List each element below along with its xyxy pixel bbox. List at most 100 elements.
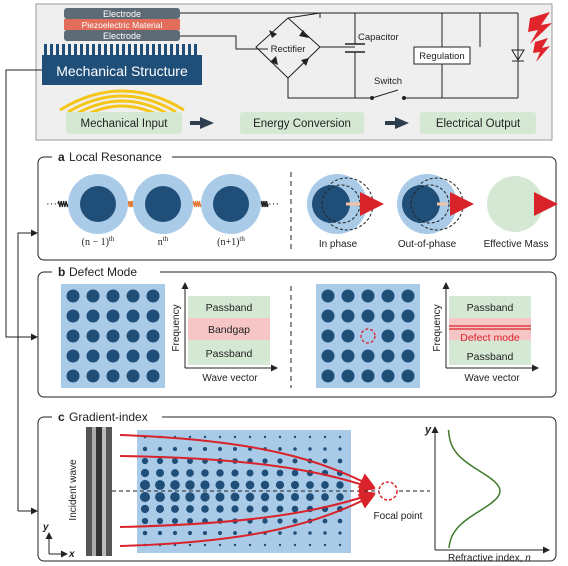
grin-dot — [187, 518, 193, 524]
structure-tooth — [140, 44, 143, 56]
grin-dot — [185, 480, 195, 490]
grin-dot — [187, 446, 193, 452]
grin-dot — [263, 435, 267, 439]
grin-dot — [171, 457, 179, 465]
grin-dot — [308, 543, 312, 547]
grin-dot — [139, 479, 151, 491]
lattice-dot — [66, 309, 80, 323]
lattice-dot — [321, 329, 335, 343]
grin-dot — [200, 492, 210, 502]
grin-dot — [306, 481, 314, 489]
lattice-defect-dots — [321, 289, 415, 383]
panel-b-frame — [37, 271, 557, 398]
grin-dot — [278, 531, 282, 535]
ellipsis-right: ··· — [268, 198, 279, 210]
structure-tooth — [176, 44, 179, 56]
grin-dot — [186, 505, 194, 513]
refractive-index-curve — [447, 429, 501, 549]
lattice-dot — [66, 349, 80, 363]
grin-dot — [291, 469, 299, 477]
grin-dot — [215, 492, 225, 502]
band-right-label-1: Defect mode — [460, 332, 520, 344]
label-n-minus-1-base: (n − 1) — [82, 237, 109, 248]
lattice-dot — [106, 349, 120, 363]
lattice-dot — [401, 369, 415, 383]
structure-tooth — [44, 44, 47, 56]
flow-box-energy-conversion — [240, 112, 364, 134]
in-phase-label: In phase — [319, 239, 358, 250]
band-diagram-left: Passband Bandgap Passband Frequency Wave… — [171, 282, 278, 384]
grin-dot — [202, 446, 208, 452]
grin-dot — [233, 543, 237, 547]
grin-dot — [171, 505, 179, 513]
grin-dot — [290, 480, 300, 490]
grin-dot — [338, 447, 342, 451]
flow-arrow-1 — [200, 117, 214, 129]
grin-dot — [336, 481, 344, 489]
lattice-dot — [66, 289, 80, 303]
grin-dot — [142, 530, 148, 536]
resonator-labels: (n − 1)th nth (n+1)th — [82, 235, 246, 248]
grin-dot — [187, 458, 193, 464]
band-left-label-2: Passband — [206, 348, 253, 360]
lattice-dot — [126, 349, 140, 363]
axis-y-label: y — [42, 522, 49, 533]
structure-tooth — [116, 44, 119, 56]
grin-dot — [141, 457, 149, 465]
grin-dot — [230, 492, 240, 502]
grin-dot — [260, 492, 270, 502]
grin-dot — [170, 492, 180, 502]
structure-tooth — [86, 44, 89, 56]
grin-dot — [262, 458, 268, 464]
focal-point-label: Focal point — [374, 511, 423, 522]
panel-b-letter: b — [58, 265, 65, 279]
coordinate-axes: y x — [42, 522, 75, 560]
grin-dot — [322, 518, 328, 524]
lattice-dot — [381, 309, 395, 323]
structure-teeth — [44, 44, 197, 56]
lattice-dot — [106, 289, 120, 303]
flow-box-electrical-output — [420, 112, 536, 134]
electrode-top — [64, 8, 180, 19]
grin-dot — [171, 517, 179, 525]
grin-dot — [337, 518, 343, 524]
grin-dot — [156, 457, 164, 465]
grin-dot — [188, 435, 192, 439]
structure-tooth — [62, 44, 65, 56]
grin-dot — [262, 518, 268, 524]
grin-dot — [278, 447, 282, 451]
lattice-dot — [86, 309, 100, 323]
grin-dot — [141, 517, 149, 525]
lattice-dot — [381, 349, 395, 363]
grin-dot — [276, 469, 284, 477]
structure-tooth — [122, 44, 125, 56]
piezo-label: Piezoelectric Material — [82, 20, 163, 30]
lattice-dot — [146, 329, 160, 343]
lattice-dot — [341, 309, 355, 323]
grin-dot — [188, 543, 192, 547]
grin-dot — [245, 480, 255, 490]
grin-dot — [261, 469, 269, 477]
structure-tooth — [74, 44, 77, 56]
plot-x-label-text: Refractive index, — [448, 553, 525, 564]
grin-dot — [337, 458, 343, 464]
focal-point-marker — [378, 481, 398, 501]
grin-dot — [261, 505, 269, 513]
panel-b-title-bg — [52, 265, 160, 279]
lattice-dot — [321, 309, 335, 323]
lattice-dot — [126, 289, 140, 303]
grin-dot — [323, 435, 327, 439]
grin-dot — [275, 480, 285, 490]
flow-arrow-1-shaft — [190, 121, 202, 125]
panel-a-title: Local Resonance — [69, 150, 162, 164]
out-of-phase-figure — [397, 174, 474, 234]
grin-dot — [248, 543, 252, 547]
grin-dot — [156, 517, 164, 525]
grin-dot — [155, 492, 165, 502]
grin-dot — [201, 505, 209, 513]
switch-label: Switch — [374, 76, 402, 87]
grin-dot — [248, 435, 252, 439]
lattice-dot — [66, 329, 80, 343]
structure-tooth — [56, 44, 59, 56]
